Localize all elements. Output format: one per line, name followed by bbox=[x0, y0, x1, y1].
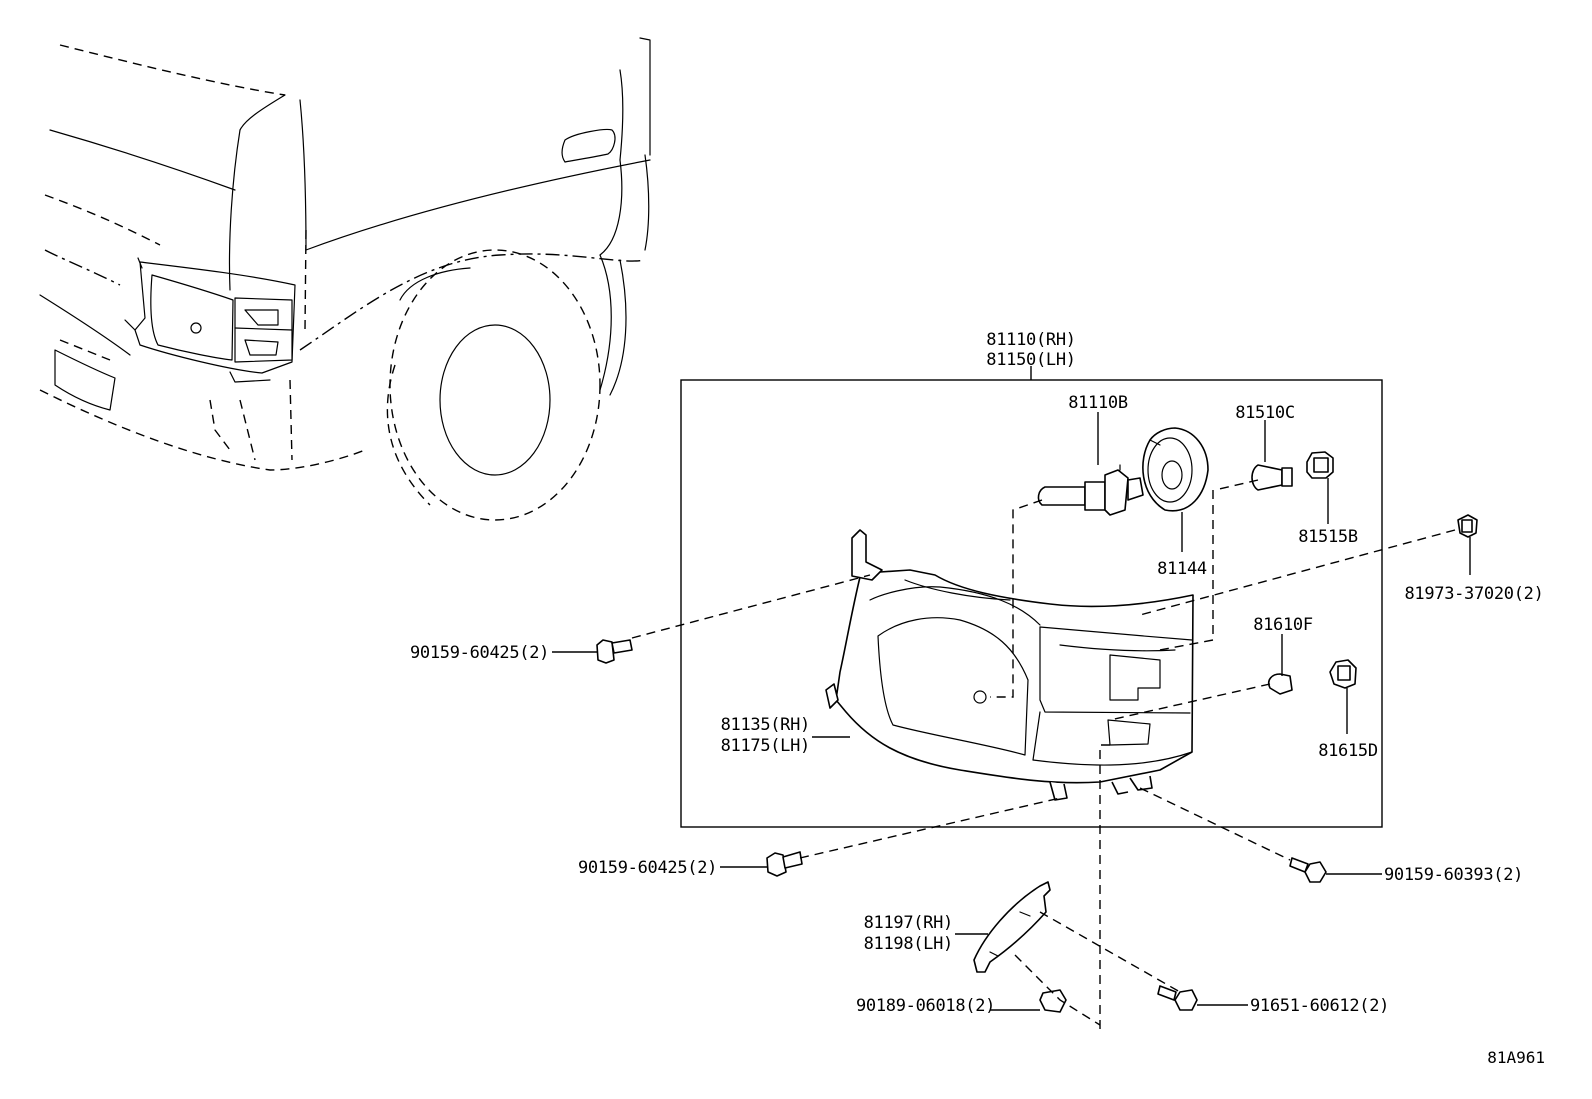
bolt-top bbox=[596, 639, 633, 664]
nut bbox=[1039, 989, 1067, 1013]
diagram-code: 81A961 bbox=[1487, 1048, 1545, 1067]
bulb-cover bbox=[1142, 427, 1209, 512]
label-screw-right: 90159-60393(2) bbox=[1384, 865, 1523, 885]
label-cover: 81144 bbox=[1157, 559, 1207, 579]
label-bracket-lh: 81198(LH) bbox=[864, 934, 953, 954]
side-socket bbox=[1329, 659, 1357, 689]
label-lens-lh: 81175(LH) bbox=[721, 736, 810, 756]
side-bulb bbox=[1267, 673, 1293, 695]
label-screw-bottom: 91651-60612(2) bbox=[1250, 996, 1389, 1016]
assembly-lines bbox=[631, 479, 1456, 1030]
screw-right bbox=[1289, 857, 1327, 883]
label-lens-rh: 81135(RH) bbox=[721, 715, 810, 735]
label-nut: 90189-06018(2) bbox=[856, 996, 995, 1016]
leader-lines bbox=[552, 412, 1471, 1011]
turn-socket bbox=[1306, 451, 1334, 479]
label-bolt-bottom: 90159-60425(2) bbox=[578, 858, 717, 878]
label-clip-right: 81973-37020(2) bbox=[1404, 584, 1543, 604]
screw-bottom bbox=[1157, 985, 1198, 1011]
label-bracket-rh: 81197(RH) bbox=[864, 913, 953, 933]
vehicle-headlamp bbox=[124, 257, 296, 383]
label-bulb-side: 81610F bbox=[1253, 615, 1313, 635]
label-assembly-rh: 81110(RH) bbox=[986, 330, 1075, 350]
label-assembly-lh: 81150(LH) bbox=[986, 350, 1075, 370]
label-bulb-hl: 81110B bbox=[1068, 393, 1128, 413]
vehicle-outline bbox=[39, 37, 651, 521]
label-bolt-top: 90159-60425(2) bbox=[410, 643, 549, 663]
bracket bbox=[973, 881, 1051, 973]
labels: 81110(RH) 81150(LH) 81110B 81510C 81515B… bbox=[410, 330, 1545, 1067]
bolt-bottom bbox=[766, 851, 803, 877]
turn-bulb bbox=[1251, 464, 1293, 491]
label-socket-side: 81615D bbox=[1318, 741, 1378, 761]
clip bbox=[1457, 514, 1478, 538]
label-socket-turn: 81515B bbox=[1298, 527, 1358, 547]
headlamp-unit bbox=[825, 529, 1194, 801]
label-bulb-turn: 81510C bbox=[1235, 403, 1295, 423]
halogen-bulb bbox=[1037, 464, 1144, 516]
